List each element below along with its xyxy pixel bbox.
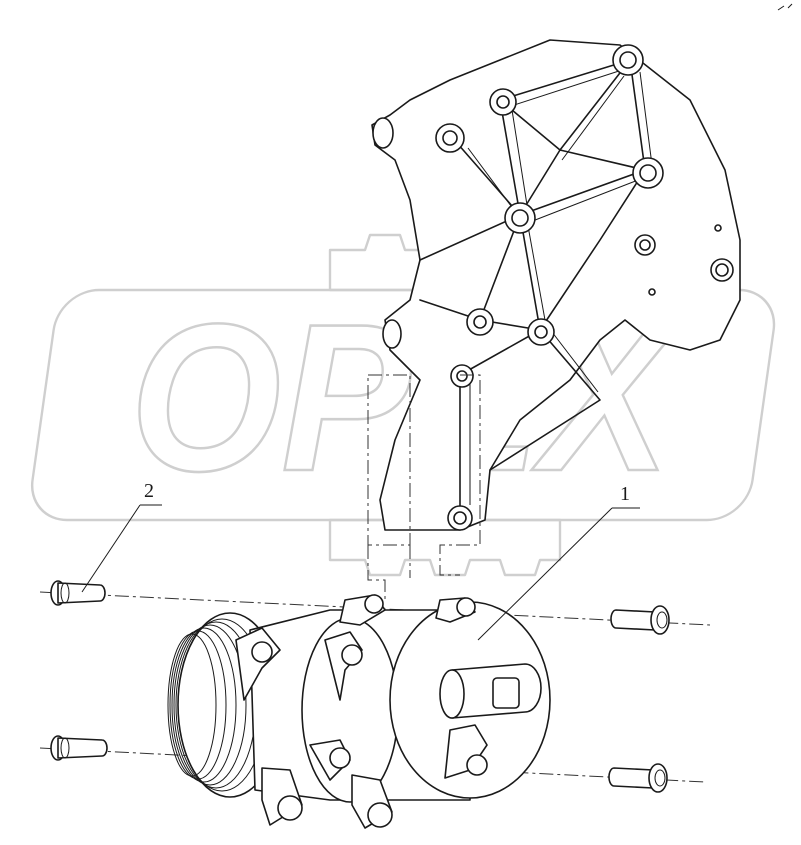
bolt-hole (496, 95, 510, 109)
centerline-bracket-frame (367, 374, 481, 600)
bolt-hole (473, 315, 487, 329)
boss (450, 364, 474, 388)
boss (612, 44, 644, 76)
boss (710, 258, 734, 282)
bolt-lower-right (608, 763, 668, 793)
bolt-hole (442, 130, 458, 146)
callout-1-leader (477, 507, 613, 641)
bracket-ribs (419, 59, 646, 516)
bolt-hole (619, 51, 637, 69)
callout-2-leader (81, 504, 141, 593)
bracket-ear (372, 117, 394, 149)
callout-2-label: 2 (144, 480, 154, 502)
bolt-hole (456, 370, 468, 382)
callout-2: 2 (81, 480, 162, 593)
bolt-upper-left (50, 580, 106, 606)
callout-1: 1 (477, 483, 640, 641)
bolt-hole (534, 325, 548, 339)
boss (435, 123, 465, 153)
bracket-rib-edges (467, 69, 653, 505)
bolt-hole (511, 209, 529, 227)
boss (634, 234, 656, 256)
bracket-bosses (372, 44, 734, 531)
pin-hole (648, 288, 656, 296)
ac-compressor (167, 594, 551, 829)
shaft-nut (492, 677, 520, 709)
bolt-hole (639, 239, 651, 251)
bolt-hole (715, 263, 729, 277)
boss (466, 308, 494, 336)
boss (632, 157, 664, 189)
bolt-hole (639, 164, 657, 182)
boss (447, 505, 473, 531)
mounting-bracket (371, 39, 741, 531)
bolt-hole (453, 511, 467, 525)
bolt-lower-left (50, 735, 108, 761)
bolt-upper-right (610, 605, 670, 635)
boss (504, 202, 536, 234)
compressor-mounting-ears (235, 594, 488, 829)
boss (489, 88, 517, 116)
bracket-ear (382, 319, 402, 349)
mounting-bolts (50, 580, 670, 793)
shaft-end (439, 669, 465, 719)
callout-1-label: 1 (620, 483, 630, 505)
corner-mark (777, 3, 793, 11)
pin-hole (714, 224, 722, 232)
boss (527, 318, 555, 346)
